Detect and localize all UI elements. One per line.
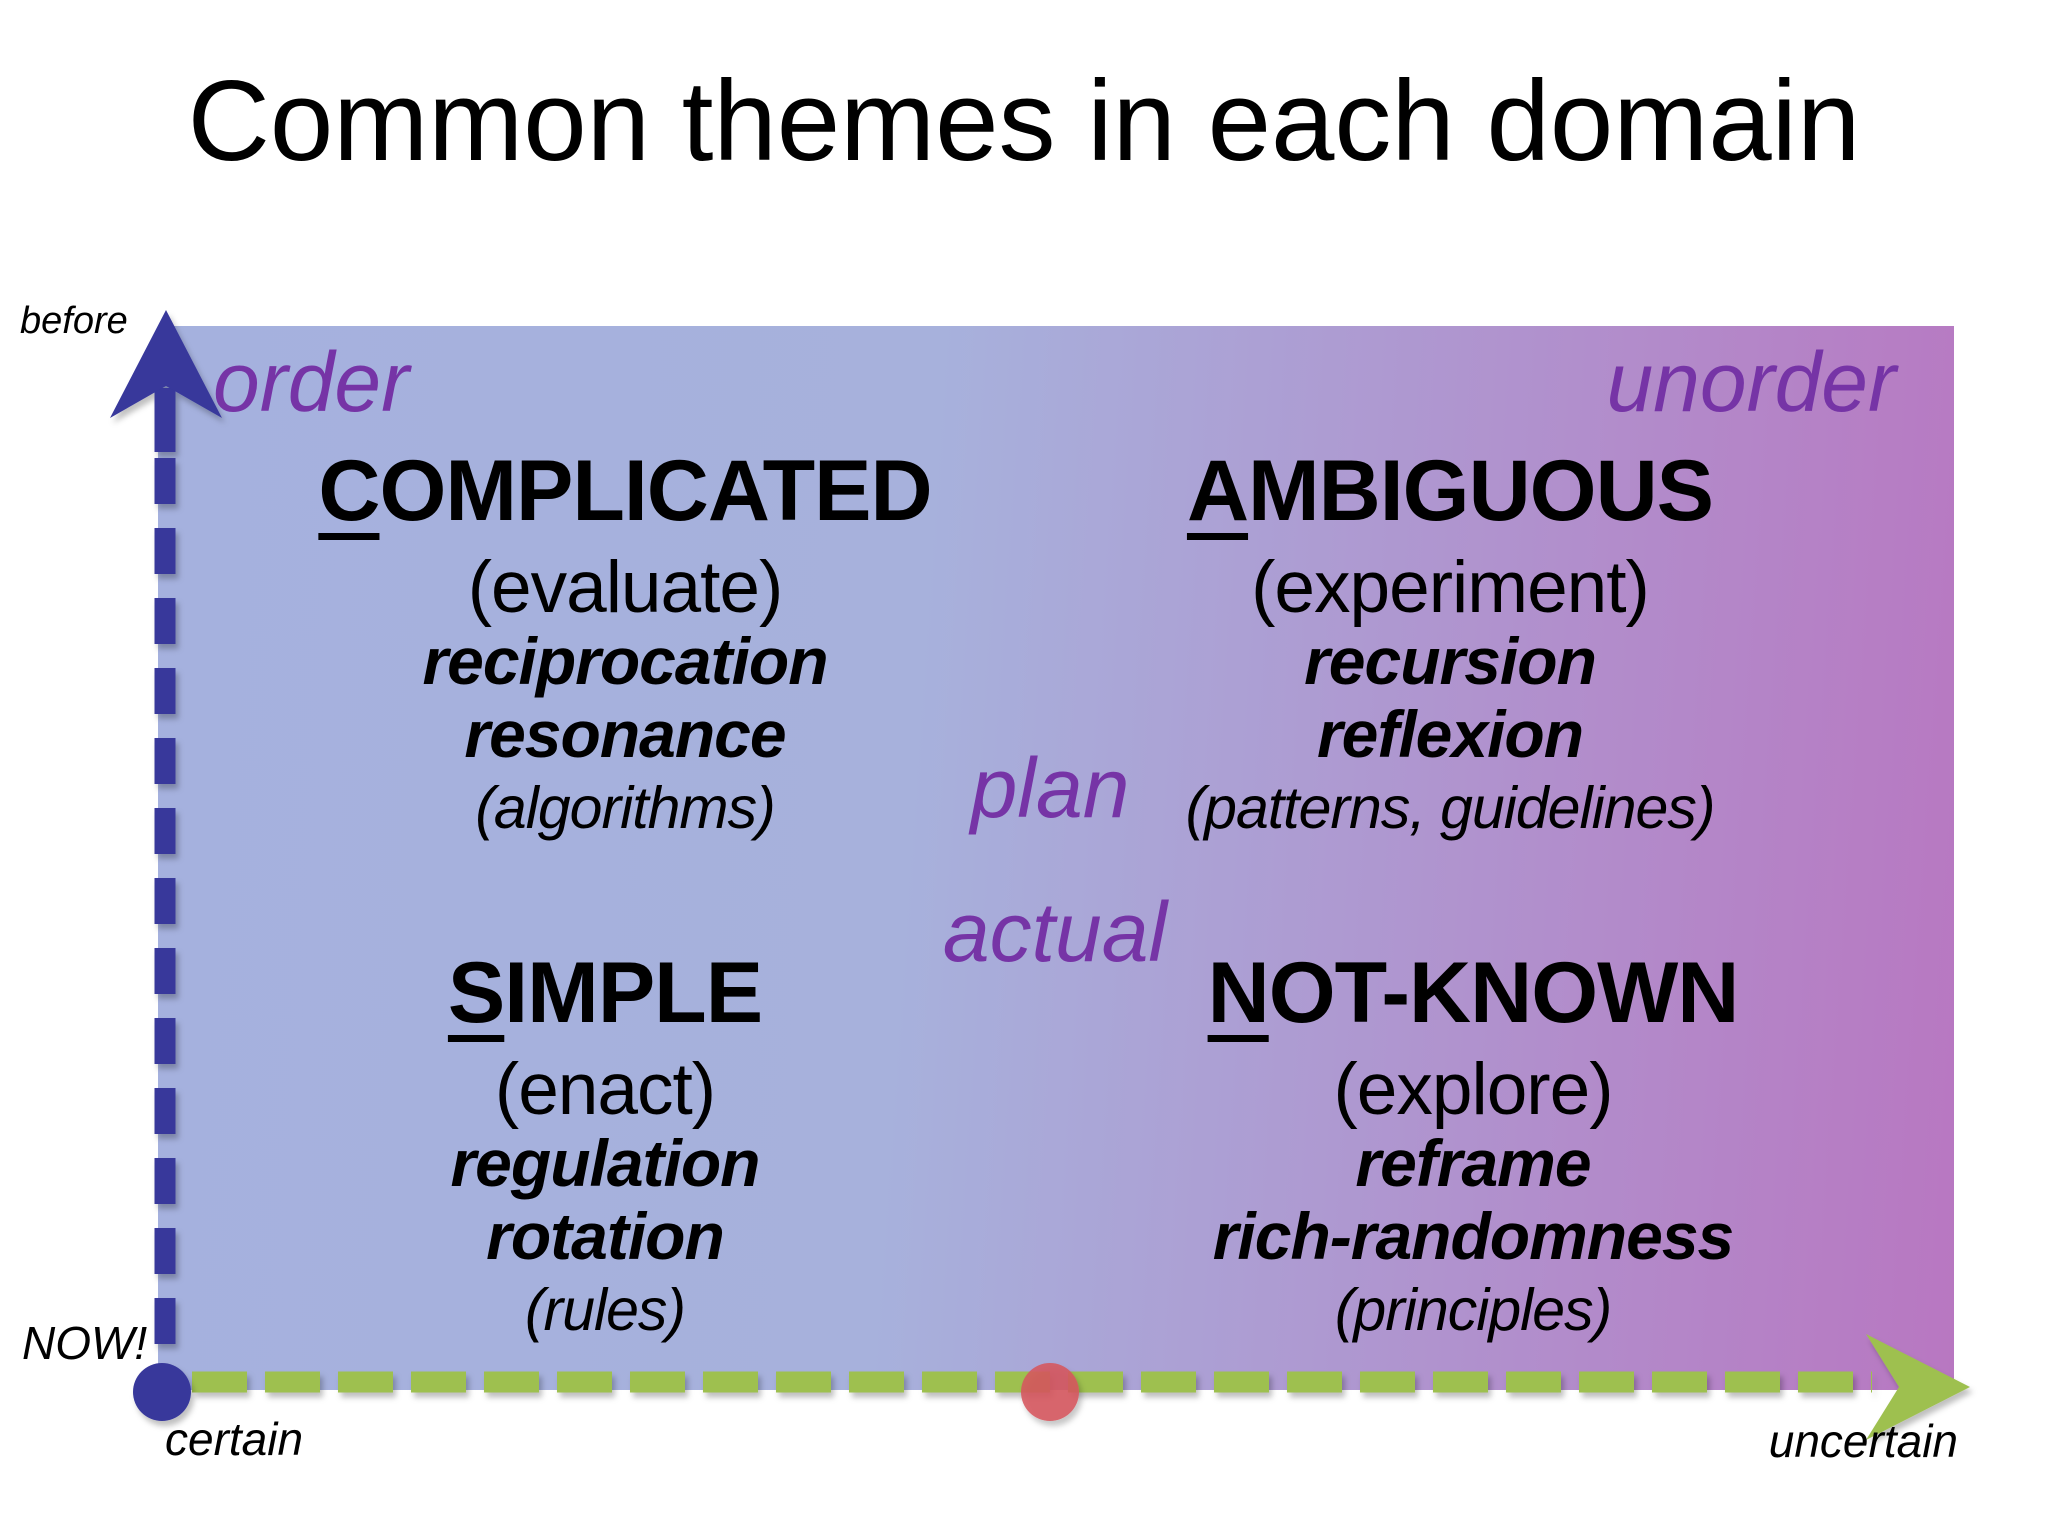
heading-initial: A: [1186, 443, 1249, 539]
x-axis: [192, 1334, 1970, 1440]
quadrant-note: (algorithms): [475, 775, 775, 841]
quadrant-action: (explore): [1333, 1049, 1613, 1130]
heading-rest: OMPLICATED: [379, 443, 932, 539]
region-label-order: order: [213, 335, 410, 429]
quadrant-complicated: COMPLICATED (evaluate) reciprocation res…: [180, 448, 1070, 845]
slide-title: Common themes in each domain: [187, 58, 1861, 185]
axis-label-uncertain: uncertain: [1768, 1415, 1958, 1467]
quadrant-action: (experiment): [1251, 547, 1650, 628]
quadrant-action: (evaluate): [467, 547, 784, 628]
quadrant-heading: AMBIGUOUS: [1000, 448, 1900, 534]
actual-marker-dot: [1021, 1363, 1079, 1421]
heading-initial: C: [318, 443, 380, 539]
quadrant-theme: regulation: [450, 1126, 760, 1200]
quadrant-simple: SIMPLE (enact) regulation rotation (rule…: [160, 950, 1050, 1347]
quadrant-heading: SIMPLE: [160, 950, 1050, 1036]
heading-rest: OT-KNOWN: [1268, 945, 1740, 1041]
axis-label-certain: certain: [165, 1413, 304, 1465]
quadrant-theme: rotation: [486, 1199, 725, 1273]
quadrant-heading: NOT-KNOWN: [1023, 950, 1923, 1036]
origin-dot: [133, 1363, 191, 1421]
quadrant-theme: recursion: [1304, 624, 1597, 698]
heading-rest: IMPLE: [504, 945, 763, 1041]
quadrant-theme: resonance: [464, 697, 786, 771]
quadrant-theme: reciprocation: [422, 624, 828, 698]
axis-label-before: before: [20, 300, 128, 342]
quadrant-theme: reframe: [1355, 1126, 1591, 1200]
quadrant-theme: rich-randomness: [1212, 1199, 1734, 1273]
quadrant-heading: COMPLICATED: [180, 448, 1070, 534]
y-axis-arrowhead-icon: [110, 310, 222, 418]
quadrant-note: (rules): [524, 1277, 686, 1343]
quadrant-action: (enact): [494, 1049, 716, 1130]
quadrant-ambiguous: AMBIGUOUS (experiment) recursion reflexi…: [1000, 448, 1900, 845]
quadrant-not-known: NOT-KNOWN (explore) reframe rich-randomn…: [1023, 950, 1923, 1347]
x-axis-arrowhead-icon: [1866, 1334, 1970, 1440]
region-label-plan: plan: [970, 741, 1130, 835]
quadrant-theme: reflexion: [1316, 697, 1584, 771]
region-label-unorder: unorder: [1606, 335, 1896, 429]
quadrant-note: (patterns, guidelines): [1185, 775, 1716, 841]
heading-initial: N: [1207, 945, 1270, 1041]
region-label-actual: actual: [942, 885, 1168, 979]
heading-rest: MBIGUOUS: [1248, 443, 1714, 539]
axis-label-now: NOW!: [22, 1317, 148, 1369]
quadrant-note: (principles): [1334, 1277, 1613, 1343]
heading-initial: S: [447, 945, 505, 1041]
y-axis: [110, 310, 222, 1390]
